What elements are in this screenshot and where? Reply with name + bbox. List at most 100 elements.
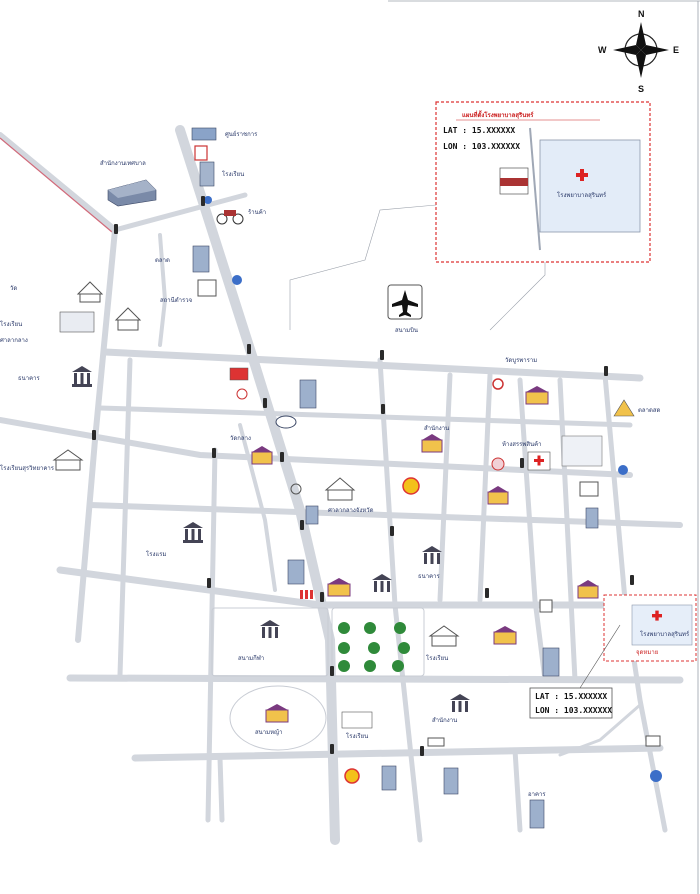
temple-right-icon bbox=[525, 386, 549, 405]
bank-right-icon bbox=[422, 546, 442, 564]
inset-hospital-label: โรงพยาบาลสุรินทร์ bbox=[557, 191, 607, 199]
red-office-icon bbox=[194, 145, 208, 161]
shop-sign-icon bbox=[275, 415, 297, 429]
tower-icon bbox=[199, 161, 215, 187]
inset-lat: LAT : 15.XXXXXX bbox=[443, 126, 515, 135]
tall-building-icon bbox=[192, 245, 210, 273]
red-cross-icon bbox=[576, 169, 588, 181]
park-label: สนามกีฬา bbox=[238, 654, 264, 662]
shrine-right3-icon bbox=[577, 580, 599, 599]
school-right-label: โรงเรียน bbox=[426, 654, 448, 662]
office-label: สำนักงานเทศบาล bbox=[100, 160, 146, 167]
bank-right-label: ธนาคาร bbox=[418, 573, 441, 580]
bottom-right-building-label: อาคาร bbox=[528, 791, 546, 798]
hall-center-label: ศาลากลางจังหวัด bbox=[328, 507, 374, 514]
building-bottom-2-icon bbox=[443, 767, 459, 795]
blocks bbox=[211, 607, 425, 751]
bottom-inset-sub-label: จุดหมาย bbox=[636, 649, 658, 656]
red-cross-icon bbox=[652, 610, 662, 621]
bank-bottom-icon bbox=[450, 694, 470, 712]
compass-east: E bbox=[673, 45, 679, 55]
bottom-inset-lat: LAT : 15.XXXXXX bbox=[535, 692, 607, 701]
office-right-icon bbox=[585, 507, 599, 529]
left-hall-label: ศาลากลาง bbox=[0, 337, 28, 344]
atm-bottom-icon bbox=[427, 737, 445, 747]
market-label: ตลาด bbox=[155, 257, 170, 264]
shop-right-icon bbox=[491, 457, 505, 471]
compass-north: N bbox=[638, 9, 645, 19]
dept-label: ห้างสรรพสินค้า bbox=[502, 441, 541, 448]
govt-center-label: ศูนย์ราชการ bbox=[225, 130, 258, 138]
office-bottom-label: สำนักงาน bbox=[432, 717, 457, 724]
atm-icon bbox=[539, 599, 553, 613]
info-icon bbox=[232, 275, 242, 285]
apartment-icon bbox=[287, 559, 305, 585]
bus-icon bbox=[645, 735, 661, 747]
motorcycle-icon bbox=[216, 210, 244, 225]
left-temple-label: วัด bbox=[10, 285, 17, 292]
building-bottom-1-icon bbox=[381, 765, 397, 791]
shrine-right-icon bbox=[421, 434, 443, 453]
bank-icon bbox=[72, 366, 92, 387]
airport-label: สนามบิน bbox=[395, 327, 418, 334]
bank-center-icon bbox=[183, 522, 203, 543]
office-building-icon bbox=[107, 179, 157, 207]
hospital-block-icon bbox=[561, 435, 603, 467]
temple-icon bbox=[76, 281, 104, 303]
inset-header: แผนที่ตั้งโรงพยาบาลสุรินทร์ bbox=[462, 109, 534, 119]
logo-icon bbox=[236, 388, 248, 400]
bottom-inset-hospital-label: โรงพยาบาลสุรินทร์ bbox=[640, 630, 690, 638]
office-right-label: สำนักงาน bbox=[424, 425, 449, 432]
badge-icon bbox=[204, 196, 212, 204]
shop-top-label: ร้านค้า bbox=[248, 209, 266, 216]
school-right-icon bbox=[428, 625, 460, 647]
temple-center-label: วัดกลาง bbox=[230, 435, 251, 442]
compass-south: S bbox=[638, 84, 644, 94]
highrise-icon bbox=[299, 379, 317, 409]
stadium-shrine-icon bbox=[265, 704, 289, 723]
monument-icon bbox=[613, 399, 635, 417]
page-frame bbox=[388, 0, 700, 894]
map-markers: สำนักงานเทศบาล ศูนย์ราชการ โรงเรียน ร้าน… bbox=[0, 127, 662, 829]
right-edge-label: ตลาดสด bbox=[638, 407, 661, 414]
school-left-icon bbox=[52, 449, 84, 471]
top-inset: แผนที่ตั้งโรงพยาบาลสุรินทร์ LAT : 15.XXX… bbox=[289, 101, 651, 331]
shrine-icon bbox=[251, 446, 273, 465]
temple-right-label: วัดบูรพาราม bbox=[505, 357, 537, 364]
school-building-icon bbox=[59, 311, 95, 333]
park-bank-icon bbox=[260, 620, 280, 638]
sign-right-icon bbox=[579, 481, 599, 497]
far-left-label: โรงเรียนสุรวิทยาคาร bbox=[0, 464, 55, 472]
traffic-lights bbox=[92, 196, 634, 756]
building-bottom-3-icon bbox=[529, 799, 545, 829]
bottom-inset-lon: LON : 103.XXXXXX bbox=[535, 706, 612, 715]
info-right-icon bbox=[618, 465, 628, 475]
airplane-icon bbox=[392, 290, 418, 317]
hall-icon bbox=[114, 307, 142, 331]
cross-circle-icon bbox=[290, 483, 302, 495]
airport: สนามบิน bbox=[387, 284, 423, 334]
tower-right-icon bbox=[542, 647, 560, 677]
bank-mid-icon bbox=[372, 574, 392, 592]
hospital-building-icon bbox=[527, 451, 551, 471]
left-school-label: โรงเรียน bbox=[0, 320, 22, 328]
bottom-inset: โรงพยาบาลสุรินทร์ จุดหมาย LAT : 15.XXXXX… bbox=[529, 594, 697, 719]
marker-bottom-right-icon bbox=[650, 770, 662, 782]
inset-lon: LON : 103.XXXXXX bbox=[443, 142, 520, 151]
shrine-right4-icon bbox=[493, 626, 517, 645]
police-icon bbox=[197, 279, 217, 297]
government-center-icon bbox=[191, 127, 217, 141]
temple-right2-icon bbox=[487, 486, 509, 505]
trees-icon bbox=[338, 622, 410, 672]
left-bank-label: ธนาคาร bbox=[18, 375, 41, 382]
school-bottom-icon bbox=[341, 711, 373, 729]
shell-icon bbox=[402, 477, 420, 495]
badge-right-icon bbox=[492, 378, 504, 390]
compass-rose-icon: N S E W bbox=[598, 9, 679, 94]
shell-bottom-icon bbox=[344, 768, 360, 784]
hotel-label: โรงแรม bbox=[146, 550, 166, 558]
city-hall-icon bbox=[324, 477, 356, 501]
police-label: สถานีตำรวจ bbox=[160, 296, 192, 304]
stadium-label: สนามหญ้า bbox=[255, 729, 283, 736]
